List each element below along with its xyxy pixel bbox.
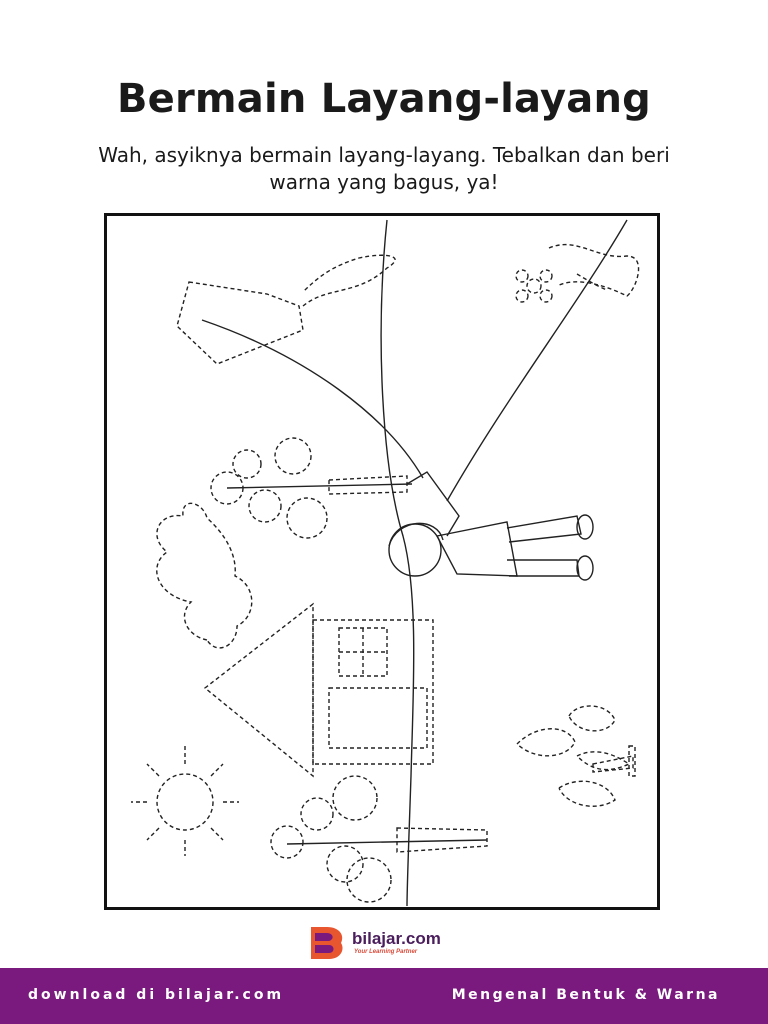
house-icon [203,602,434,778]
sun-icon [131,746,239,856]
tree-icon [210,437,413,539]
tracing-illustration [131,219,640,907]
tree-icon [270,775,488,903]
footer-series-label: Mengenal Bentuk & Warna [451,987,720,1003]
child-icon [388,471,594,581]
hill-line-icon [380,219,415,907]
worksheet-title: Bermain Layang-layang [116,76,651,122]
worksheet-instruction: Wah, asyiknya bermain layang-layang. Teb… [98,143,670,194]
plant-icon [516,705,636,807]
cloud-icon [156,502,253,649]
footer-bar: download di bilajar.com Mengenal Bentuk … [0,968,768,1024]
brand-name: bilajar.com [352,929,441,948]
drawing-frame [104,213,660,910]
brand-tagline: Your Learning Partner [354,949,418,955]
flower-icon [515,243,640,303]
footer-download-link[interactable]: download di bilajar.com [28,987,285,1003]
kite-tail-string-icon [446,219,628,502]
kite-icon [176,254,396,365]
kite-string-icon [201,319,424,479]
bilajar-logo-icon [311,927,343,959]
